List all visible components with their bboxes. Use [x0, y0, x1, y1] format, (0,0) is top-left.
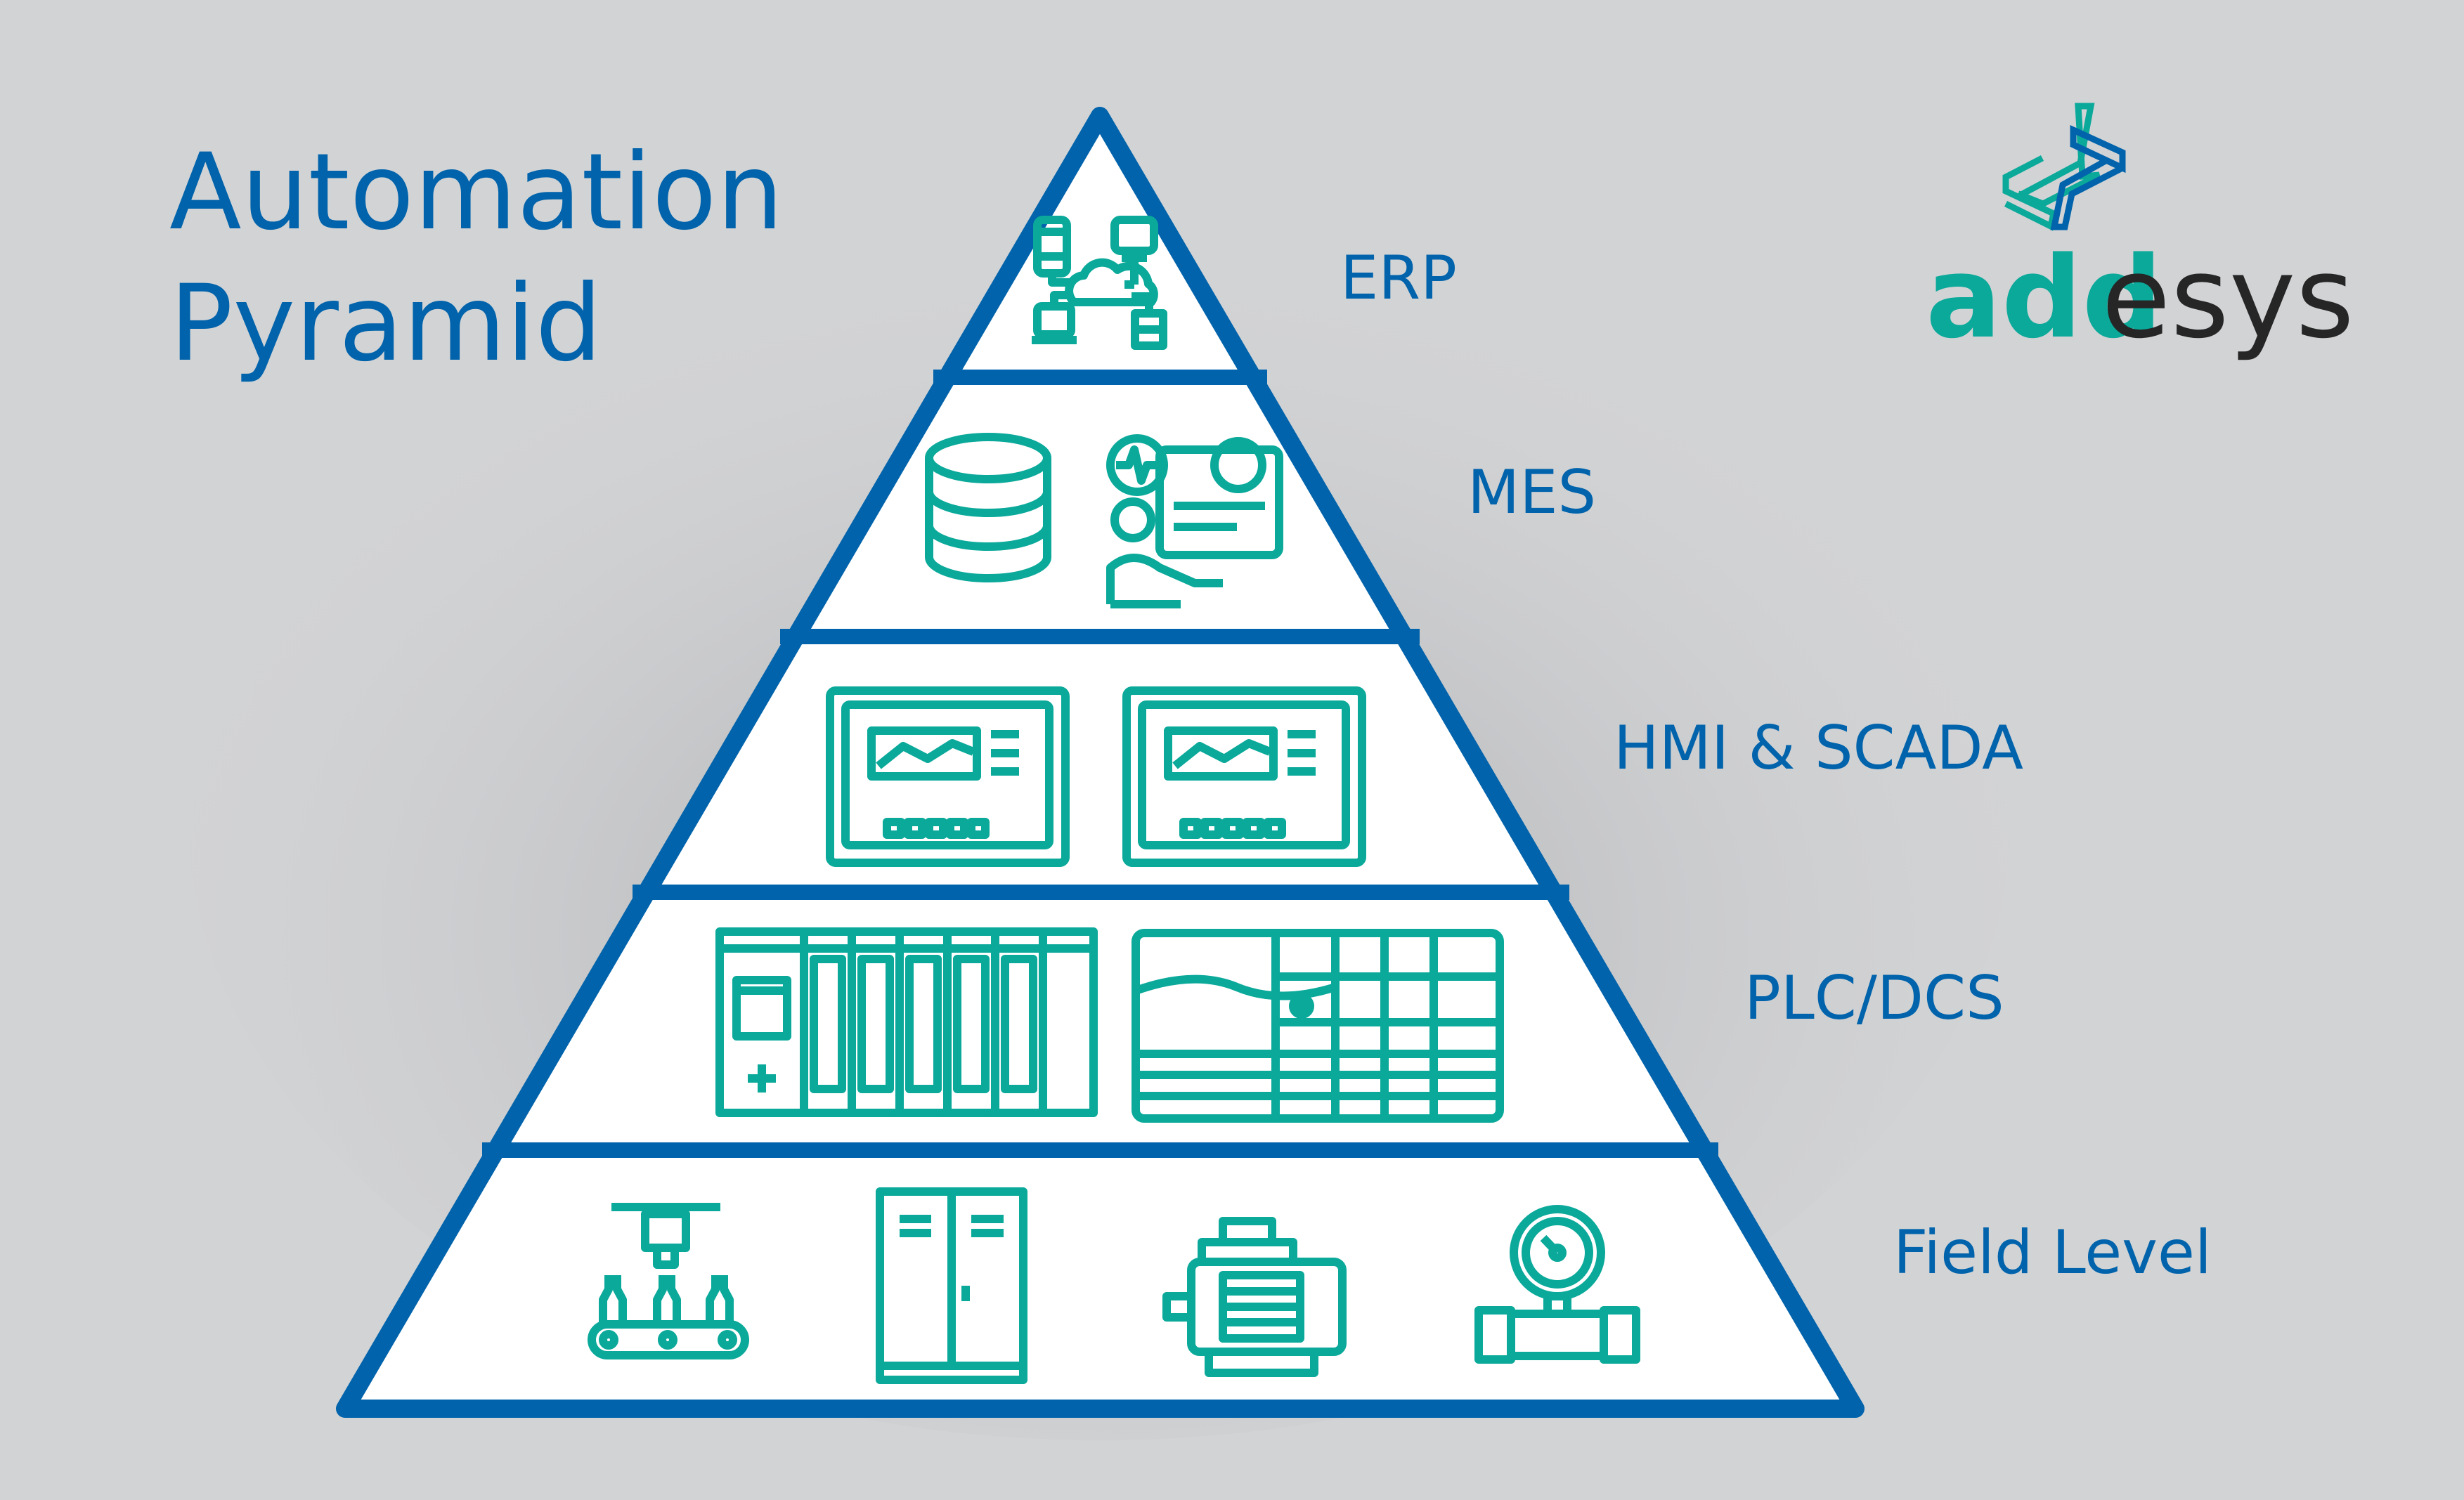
control-panel-icon	[1132, 929, 1504, 1123]
cloud-network-icon	[1032, 216, 1167, 350]
hmi-panel-icon	[826, 686, 1070, 867]
level-label-field: Field Level	[1893, 1218, 2212, 1288]
level-label-hmi-scada: HMI & SCADA	[1614, 713, 2023, 783]
level-label-mes: MES	[1467, 457, 1596, 528]
electric-motor-icon	[1162, 1217, 1347, 1377]
cabinet-icon	[876, 1187, 1027, 1384]
pressure-gauge-icon	[1474, 1205, 1640, 1364]
logo-mark-icon	[2002, 103, 2126, 231]
conveyor-bottling-icon	[588, 1203, 749, 1359]
operator-dashboard-icon	[1106, 434, 1283, 608]
hmi-panel-icon	[1122, 686, 1366, 867]
level-label-erp: ERP	[1340, 243, 1457, 313]
logo-text-add: add	[1926, 232, 2163, 363]
title-line-2: Pyramid	[169, 263, 602, 385]
logo-text-esys: esys	[2101, 232, 2354, 363]
addesys-logo: add esys	[1926, 103, 2354, 363]
pyramid-dividers	[482, 370, 1718, 1158]
title-line-1: Automation	[169, 131, 784, 254]
level-label-plc-dcs: PLC/DCS	[1744, 963, 2004, 1033]
database-icon	[925, 433, 1051, 582]
plc-rack-icon	[715, 927, 1098, 1117]
